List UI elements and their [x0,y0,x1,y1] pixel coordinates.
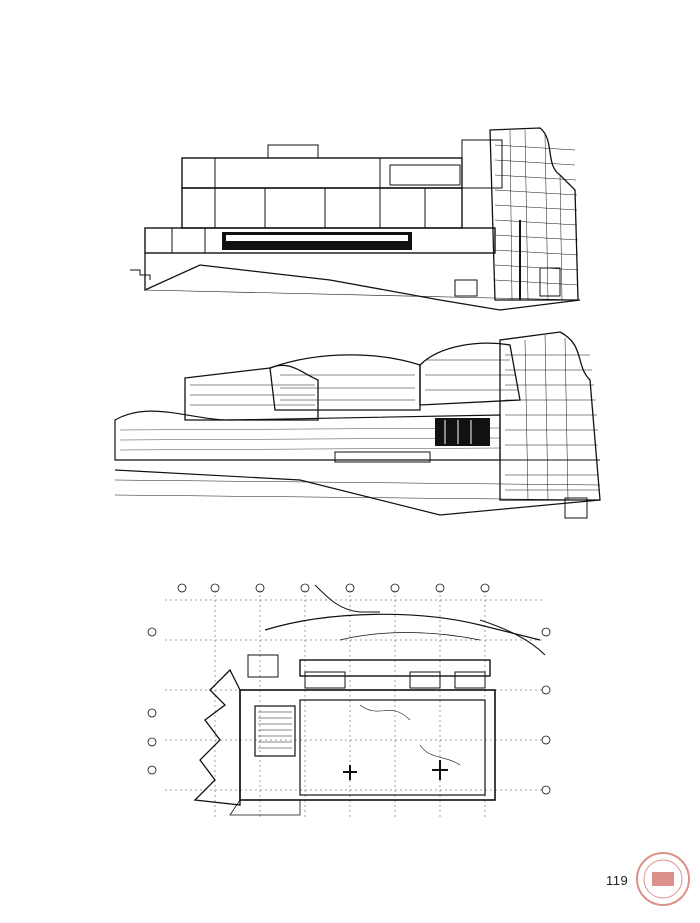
page-number: 119 [606,873,629,888]
watermark-logo [636,852,690,906]
